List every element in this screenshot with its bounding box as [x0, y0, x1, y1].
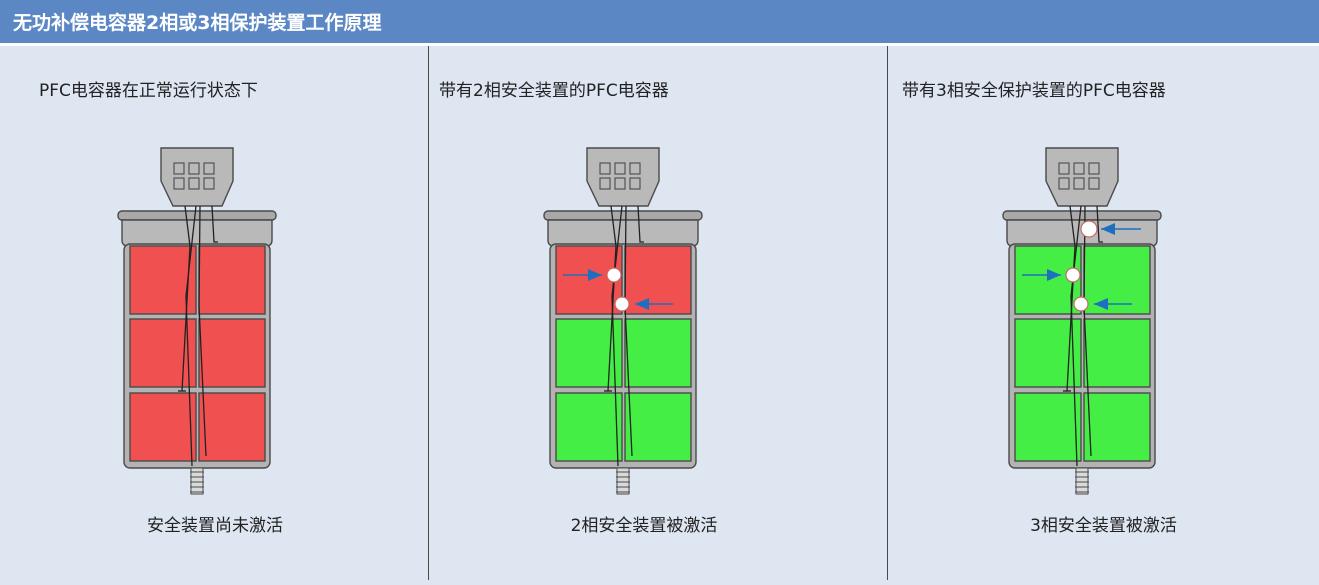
- breakpoint-icon: [1073, 296, 1089, 312]
- terminal-socket-icon: [173, 177, 185, 190]
- internal-wire: [1066, 205, 1076, 392]
- terminal-socket-icon: [188, 177, 200, 190]
- breakpoint-icon: [1080, 220, 1098, 238]
- lid-flange: [543, 210, 703, 221]
- capacitor-cell-active: [1014, 392, 1082, 462]
- capacitor-cell-inactive: [129, 392, 197, 462]
- blue-arrow-icon: [1094, 298, 1132, 310]
- panel-caption: 安全装置尚未激活: [147, 516, 283, 536]
- blue-arrow-icon: [1022, 269, 1061, 281]
- terminal-socket-icon: [599, 177, 611, 190]
- terminal-socket-icon: [1058, 177, 1070, 190]
- internal-wire: [611, 205, 623, 467]
- capacitor-cell-inactive: [129, 318, 197, 388]
- internal-wire: [211, 205, 218, 243]
- terminal-connector: [586, 147, 660, 207]
- capacitor-illustration: [117, 147, 277, 495]
- terminal-socket-icon: [599, 162, 611, 175]
- panel-divider: [428, 46, 429, 580]
- lid-flange: [117, 210, 277, 221]
- panel-divider: [887, 46, 888, 580]
- terminal-socket-icon: [203, 177, 215, 190]
- capacitor-cell-active: [1083, 245, 1151, 315]
- capacitor-cap: [547, 219, 699, 247]
- breakpoint-icon: [614, 296, 630, 312]
- capacitor-cell-active: [555, 392, 623, 462]
- internal-wire: [607, 205, 617, 392]
- internal-wire: [185, 205, 197, 467]
- arrow-head: [588, 269, 602, 281]
- blue-arrow-icon: [1101, 223, 1141, 235]
- capacitor-cell-active: [1083, 392, 1151, 462]
- capacitor-cell-active: [624, 318, 692, 388]
- breakpoint-icon: [1065, 267, 1081, 283]
- terminal-socket-icon: [188, 162, 200, 175]
- capacitor-illustration: [543, 147, 703, 495]
- panel-title: 带有2相安全装置的PFC电容器: [439, 81, 669, 101]
- internal-wire: [1070, 205, 1082, 467]
- terminal-socket-icon: [1088, 162, 1100, 175]
- terminal-socket-icon: [1073, 162, 1085, 175]
- panel-normal-operation: PFC电容器在正常运行状态下 安全装置尚未激活: [0, 46, 430, 585]
- terminal-socket-icon: [203, 162, 215, 175]
- lid-flange: [1002, 210, 1162, 221]
- capacitor-cell-inactive: [129, 245, 197, 315]
- terminal-socket-icon: [1058, 162, 1070, 175]
- terminal-socket-icon: [1088, 177, 1100, 190]
- capacitor-cell-active: [1083, 318, 1151, 388]
- diagram-title-bar: 无功补偿电容器2相或3相保护装置工作原理: [0, 0, 1319, 46]
- terminal-socket-icon: [173, 162, 185, 175]
- internal-wire: [181, 205, 191, 392]
- arrow-head: [1101, 223, 1115, 235]
- terminal-connector: [1045, 147, 1119, 207]
- capacitor-illustration: [1002, 147, 1162, 495]
- arrow-head: [1094, 298, 1108, 310]
- terminal-socket-icon: [629, 177, 641, 190]
- arrow-head: [1047, 269, 1061, 281]
- capacitor-cell-inactive: [198, 245, 266, 315]
- terminal-socket-icon: [614, 162, 626, 175]
- panel-3-phase-protection: 带有3相安全保护装置的PFC电容器 3相安全装置被激活: [888, 46, 1319, 585]
- internal-wire: [1096, 205, 1103, 243]
- diagram-title: 无功补偿电容器2相或3相保护装置工作原理: [13, 12, 382, 34]
- breakpoint-icon: [606, 267, 622, 283]
- panel-title: PFC电容器在正常运行状态下: [39, 81, 258, 101]
- panel-title: 带有3相安全保护装置的PFC电容器: [902, 81, 1166, 101]
- capacitor-cell-inactive: [624, 245, 692, 315]
- arrow-head: [635, 298, 649, 310]
- blue-arrow-icon: [635, 298, 673, 310]
- internal-wire: [198, 205, 207, 457]
- internal-wire: [637, 205, 644, 243]
- terminal-socket-icon: [629, 162, 641, 175]
- capacitor-cell-active: [1014, 318, 1082, 388]
- panel-2-phase-protection: 带有2相安全装置的PFC电容器 2相安全装置被激活: [429, 46, 859, 585]
- terminal-socket-icon: [1073, 177, 1085, 190]
- terminal-socket-icon: [614, 177, 626, 190]
- terminal-connector: [160, 147, 234, 207]
- panel-caption: 3相安全装置被激活: [1030, 516, 1177, 536]
- capacitor-cell-inactive: [198, 318, 266, 388]
- blue-arrow-icon: [563, 269, 602, 281]
- capacitor-cell-inactive: [198, 392, 266, 462]
- capacitor-cell-active: [624, 392, 692, 462]
- panel-caption: 2相安全装置被激活: [570, 516, 718, 536]
- capacitor-cap: [121, 219, 273, 247]
- capacitor-cell-active: [555, 318, 623, 388]
